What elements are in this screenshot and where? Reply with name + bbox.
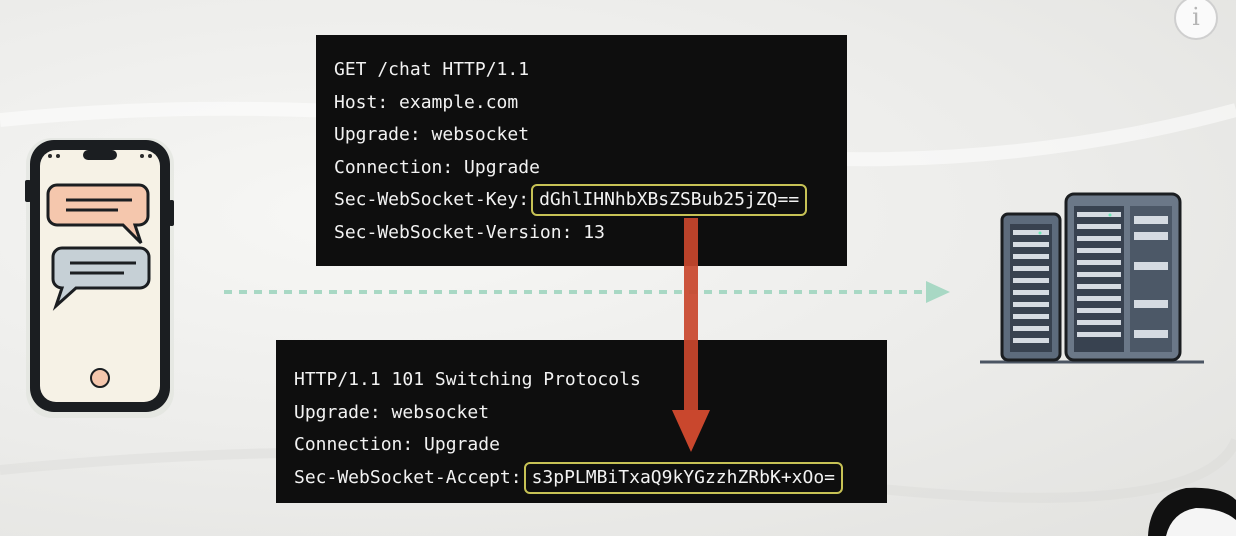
websocket-key-label: Sec-WebSocket-Key: <box>334 189 530 210</box>
websocket-accept-label: Sec-WebSocket-Accept: <box>294 466 522 488</box>
handshake-response-box: HTTP/1.1 101 Switching Protocols Upgrade… <box>276 340 887 503</box>
connection-header: Connection: Upgrade <box>294 434 500 455</box>
host-header: Host: example.com <box>334 91 519 113</box>
websocket-key-value: dGhlIHNhbXBsZSBub25jZQ== <box>531 184 808 216</box>
websocket-version-header: Sec-WebSocket-Version: 13 <box>334 221 605 243</box>
upgrade-header: Upgrade: websocket <box>334 124 530 145</box>
connection-header: Connection: Upgrade <box>334 156 540 178</box>
handshake-request-box: GET /chat HTTP/1.1 Host: example.com Upg… <box>316 35 847 266</box>
websocket-key-header: Sec-WebSocket-Key:dGhlIHNhbXBsZSBub25jZQ… <box>334 184 847 217</box>
info-icon[interactable]: i <box>1174 0 1218 40</box>
status-line: HTTP/1.1 101 Switching Protocols <box>294 369 641 390</box>
request-line: GET /chat HTTP/1.1 <box>334 59 530 80</box>
websocket-accept-header: Sec-WebSocket-Accept:s3pPLMBiTxaQ9kYGzzh… <box>294 461 887 495</box>
upgrade-header: Upgrade: websocket <box>294 401 490 423</box>
websocket-accept-value: s3pPLMBiTxaQ9kYGzzhZRbK+xOo= <box>523 461 844 494</box>
